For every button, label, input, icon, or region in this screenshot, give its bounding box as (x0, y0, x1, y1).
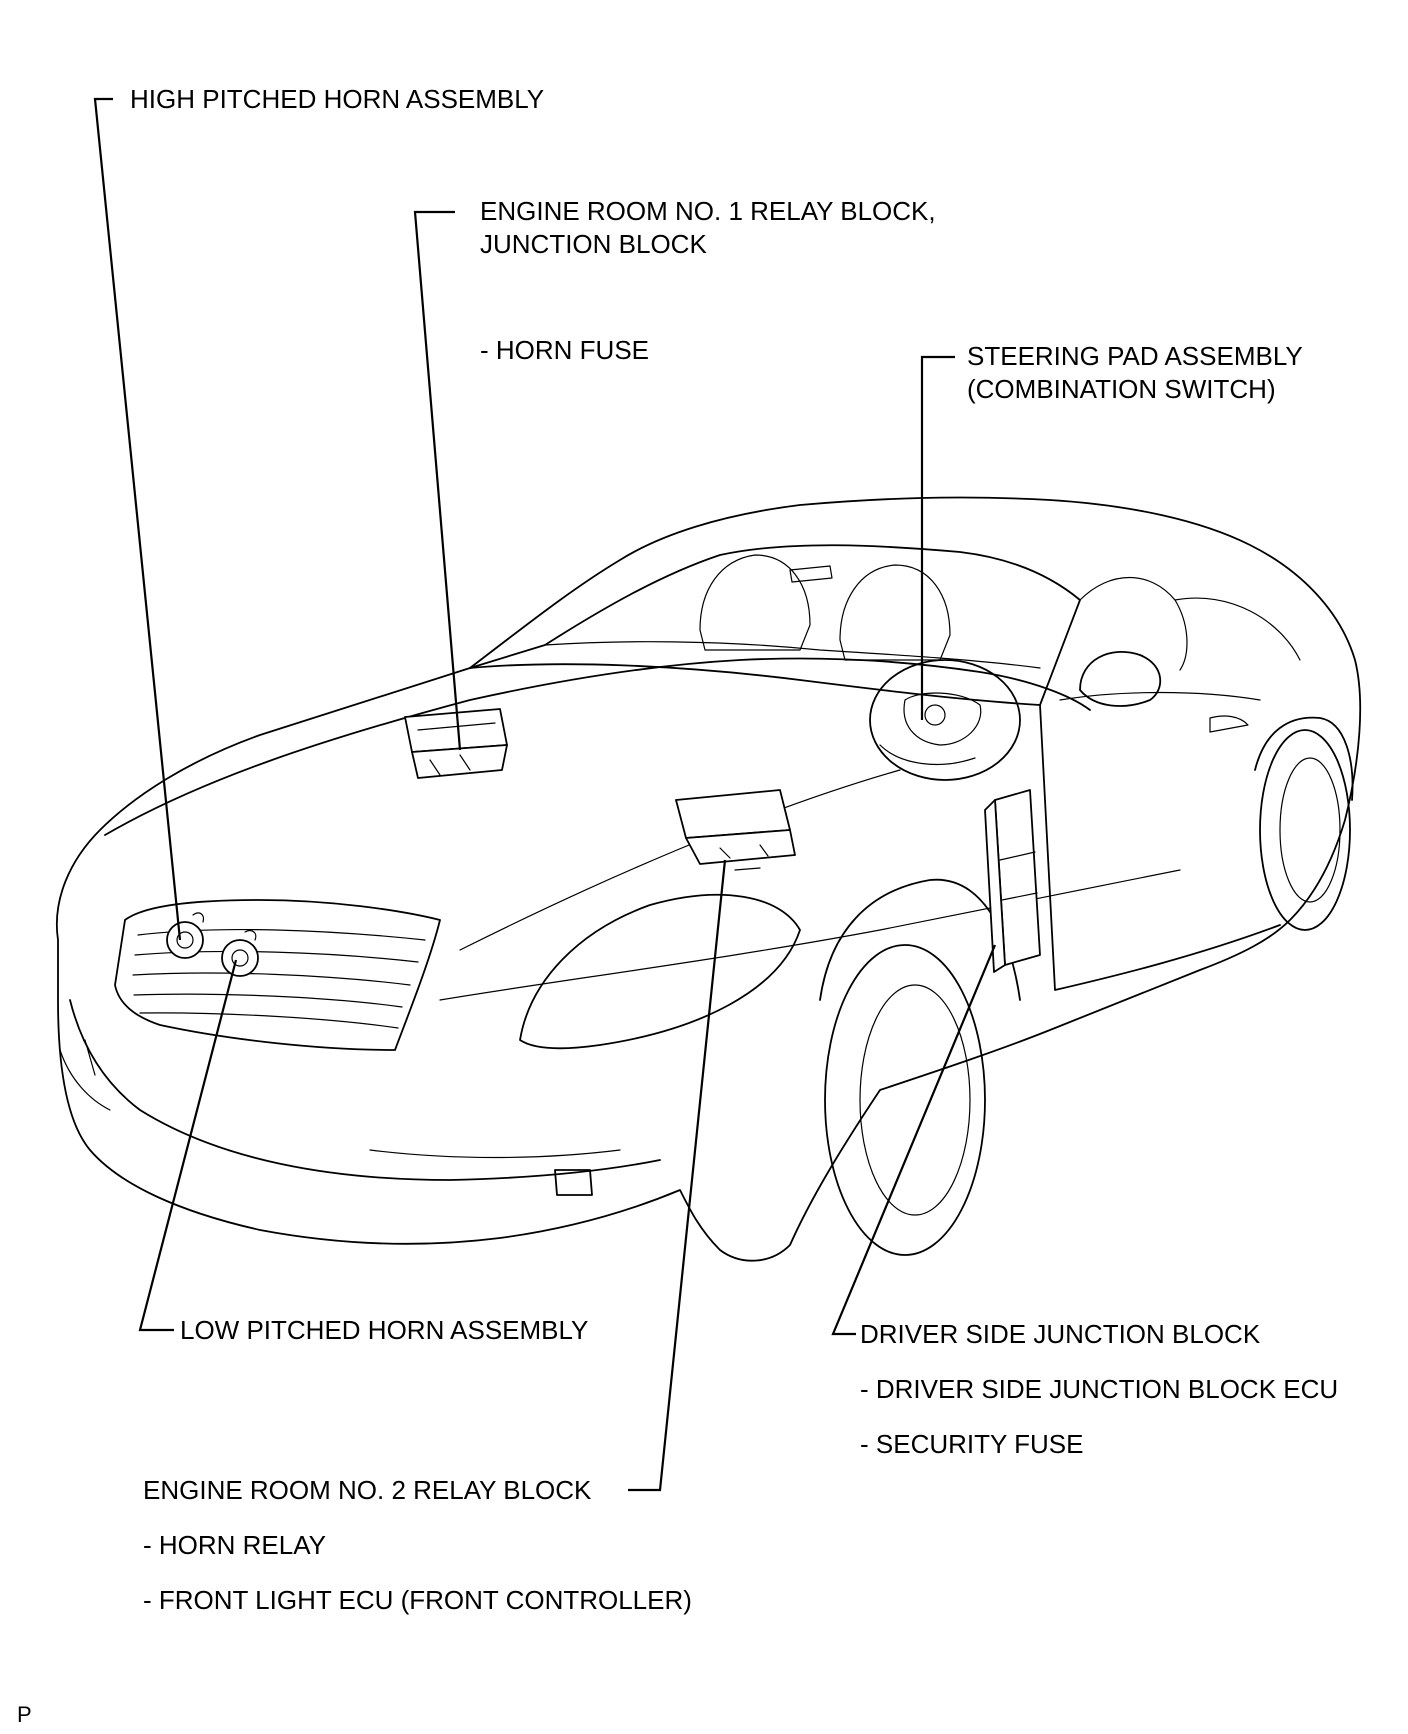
front-bumper (69, 999, 661, 1181)
car-illustration (56, 496, 1362, 1262)
leader-low-horn (138, 959, 238, 1332)
engine-room-no1-relay-block (404, 708, 508, 779)
components (166, 659, 1041, 977)
headlamp (519, 893, 801, 1050)
corner-mark: P (17, 1702, 32, 1727)
label-horn-fuse: - HORN FUSE (480, 335, 649, 365)
car-body-outline (56, 496, 1362, 1262)
engine-room-no2-relay-block (675, 789, 796, 871)
steering-pad-assembly (869, 659, 1021, 781)
fog-lamp (554, 1169, 593, 1196)
label-high-horn: HIGH PITCHED HORN ASSEMBLY (130, 84, 544, 114)
label-er2-relay: ENGINE ROOM NO. 2 RELAY BLOCK (143, 1475, 592, 1505)
label-driver-jb-ecu: - DRIVER SIDE JUNCTION BLOCK ECU (860, 1374, 1338, 1404)
leader-high-horn (93, 97, 182, 941)
seat-left (699, 554, 811, 651)
leader-lines (93, 97, 997, 1492)
windshield (469, 544, 1081, 706)
label-driver-jb: DRIVER SIDE JUNCTION BLOCK (860, 1319, 1261, 1349)
leader-er1-relay (413, 210, 462, 751)
label-steering-pad-line1: STEERING PAD ASSEMBLY (967, 341, 1303, 371)
hood-line (104, 657, 1091, 836)
callout-labels: HIGH PITCHED HORN ASSEMBLY ENGINE ROOM N… (17, 84, 1338, 1727)
leader-steering-pad (920, 355, 955, 720)
label-low-horn: LOW PITCHED HORN ASSEMBLY (180, 1315, 588, 1345)
seat-right (839, 564, 951, 661)
windshield-base (469, 663, 1041, 706)
low-pitched-horn (221, 929, 259, 977)
grille-outline (114, 899, 441, 1051)
door-mirror (1079, 651, 1162, 707)
label-security-fuse: - SECURITY FUSE (860, 1429, 1083, 1459)
front-wheel (824, 944, 986, 1256)
rear-wheel (1259, 729, 1351, 931)
label-er1-relay-line1: ENGINE ROOM NO. 1 RELAY BLOCK, (480, 196, 936, 226)
label-horn-relay: - HORN RELAY (143, 1530, 326, 1560)
high-pitched-horn (166, 912, 205, 959)
door-outline (1039, 704, 1281, 991)
driver-side-junction-block (984, 789, 1041, 973)
label-steering-pad-line2: (COMBINATION SWITCH) (967, 374, 1276, 404)
leader-driver-jb (831, 944, 997, 1336)
leader-er2-relay (628, 859, 727, 1492)
label-front-light-ecu: - FRONT LIGHT ECU (FRONT CONTROLLER) (143, 1585, 692, 1615)
label-er1-relay-line2: JUNCTION BLOCK (480, 229, 707, 259)
